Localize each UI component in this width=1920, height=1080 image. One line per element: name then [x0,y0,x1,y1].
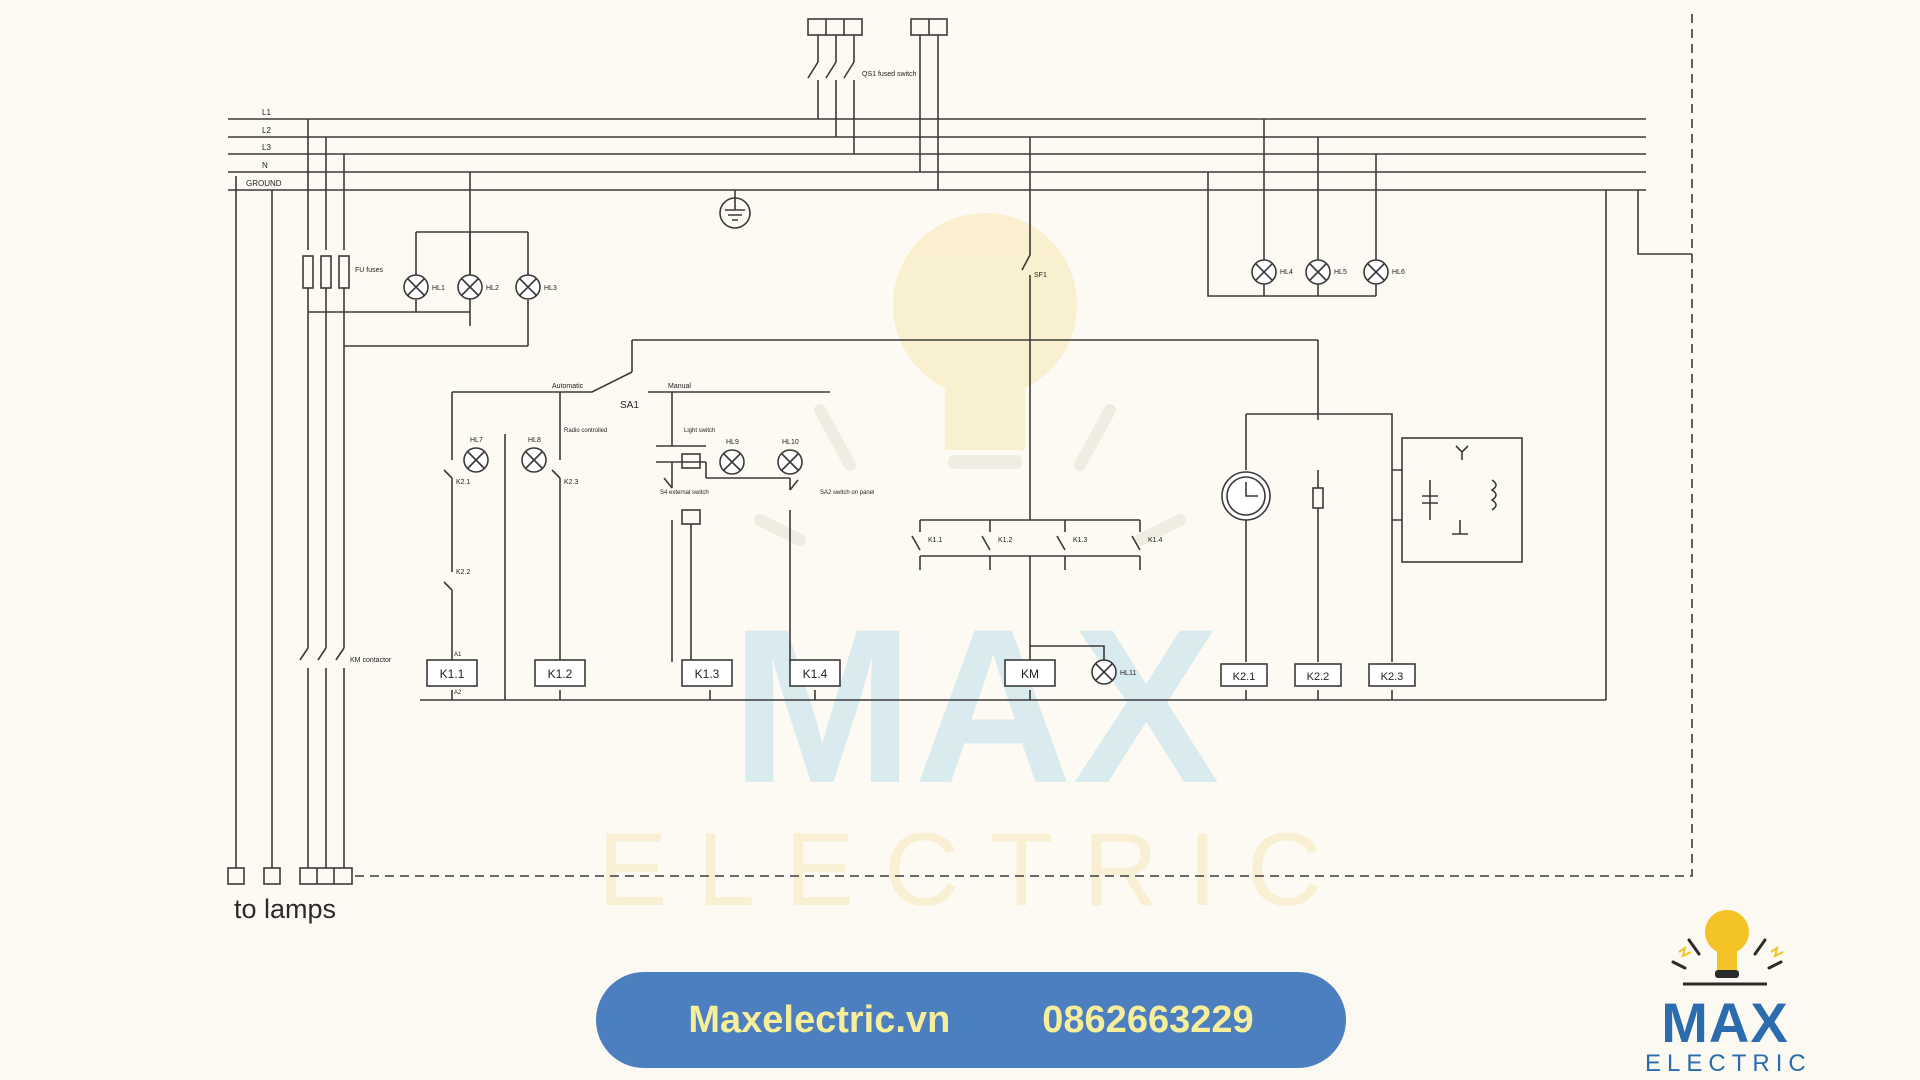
coil-k2-2 [1294,663,1342,687]
coil-k1-1-label: K1.1 [440,667,465,681]
hl6-label: HL6 [1392,269,1405,276]
coil-k1-3-label: K1.3 [695,667,720,681]
light-switch-terminal [681,453,701,469]
coil-k1-4 [789,659,841,687]
hl2-label: HL2 [486,285,499,292]
lamp-hl4-icon [1251,259,1277,285]
lamp-hl10-icon [777,449,803,475]
k2-1-contact-label: K2.1 [456,479,471,486]
hl4-label: HL4 [1280,269,1293,276]
k1-3-contact-label: K1.3 [1073,537,1088,544]
bus-label-l2: L2 [262,126,271,135]
sf1-contact [1021,254,1031,271]
watermark-bulb-icon [754,213,1186,546]
lamp-hl5-icon [1305,259,1331,285]
ground-symbol [719,190,751,229]
automatic-label: Automatic [552,383,584,390]
diagram-card [220,8,1700,946]
coil-k1-4-label: K1.4 [803,667,828,681]
manual-label: Manual [668,383,691,390]
lamp-hl6-icon [1363,259,1389,285]
lamp-hl8-icon [521,447,547,473]
hl9-label: HL9 [726,439,739,446]
km-main-contacts [299,647,345,661]
capacitor [1422,480,1438,520]
light-switch-label: Light switch [684,428,715,434]
km-aux-contacts [911,535,1141,551]
qs1-label: QS1 fused switch [862,71,917,78]
k2-2-contact-label: K2.2 [456,569,471,576]
hl1-label: HL1 [432,285,445,292]
coil-k2-3 [1368,663,1416,687]
k2-3-contact-label: K2.3 [564,479,579,486]
resistor [1312,487,1324,509]
hl5-label: HL5 [1334,269,1347,276]
hl10-label: HL10 [782,439,799,446]
top-terminal-block-1 [807,18,863,36]
k1-4-contact-label: K1.4 [1148,537,1163,544]
fu-label: FU fuses [355,267,384,274]
logo-word-max: MAX [1661,991,1789,1054]
bus-label-l1: L1 [262,108,271,117]
sa2-switch [690,479,799,662]
a1-marker: A1 [454,652,462,658]
bottom-terminals [227,867,353,885]
contact-banner: Maxelectric.vn 0862663229 [596,972,1346,1068]
coil-k1-2 [534,659,586,687]
antenna-icon [1455,445,1469,460]
k1-1-contact-label: K1.1 [928,537,943,544]
clock-timer-icon [1221,471,1271,521]
sa1-selector [452,371,830,393]
bus-label-l3: L3 [262,143,271,152]
sf1-label: SF1 [1034,272,1047,279]
to-lamps-label: to lamps [234,894,336,924]
lamp-hl3-icon [515,274,541,300]
lamp-hl7-icon [463,447,489,473]
km-contactor-label: KM contactor [350,657,392,664]
brand-logo: MAX ELECTRIC [1645,902,1812,1080]
phone-number[interactable]: 0862663229 [1042,998,1254,1041]
coil-k1-3 [681,659,733,687]
lamp-hl1-icon [403,274,429,300]
bulb-logo-icon [1671,910,1784,986]
hl8-label: HL8 [528,437,541,444]
coil-k1-2-label: K1.2 [548,667,573,681]
coil-km [1004,659,1056,687]
sa2-label: SA2 switch on panel [820,490,874,496]
bus-label-ground: GROUND [246,179,282,188]
logo-word-electric: ELECTRIC [1645,1050,1812,1077]
bus-label-n: N [262,161,268,170]
radio-receiver-box [1401,437,1523,563]
watermark: MAX ELECTRIC [598,213,1352,928]
coil-km-label: KM [1021,667,1039,681]
coil-icon [1490,479,1497,511]
coil-k2-1 [1220,663,1268,687]
coil-k1-1 [426,659,478,687]
coil-k2-3-label: K2.3 [1381,671,1404,683]
qs1-switch-contacts [807,61,855,79]
lamp-hl11-icon [1091,659,1117,685]
lamp-hl2-icon [457,274,483,300]
panel-boundary [355,14,1693,877]
radio-controlled-label: Radio controlled [564,428,607,434]
coil-k2-2-label: K2.2 [1307,671,1330,683]
hl11-label: HL11 [1120,670,1136,677]
s4-switch [663,477,673,489]
watermark-word-electric: ELECTRIC [598,812,1352,928]
s4-label: S4 external switch [660,490,709,496]
hl7-label: HL7 [470,437,483,444]
hl3-label: HL3 [544,285,557,292]
k1-2-contact-label: K1.2 [998,537,1013,544]
coil-k2-1-label: K2.1 [1233,671,1256,683]
a2-marker: A2 [454,690,462,696]
receiver-ground [1452,520,1468,535]
k2-contacts [443,469,561,591]
lamp-hl9-icon [719,449,745,475]
sa1-label: SA1 [620,400,639,411]
top-terminal-block-2 [910,18,948,36]
watermark-word-max: MAX [731,583,1220,829]
website-link[interactable]: Maxelectric.vn [688,998,951,1041]
